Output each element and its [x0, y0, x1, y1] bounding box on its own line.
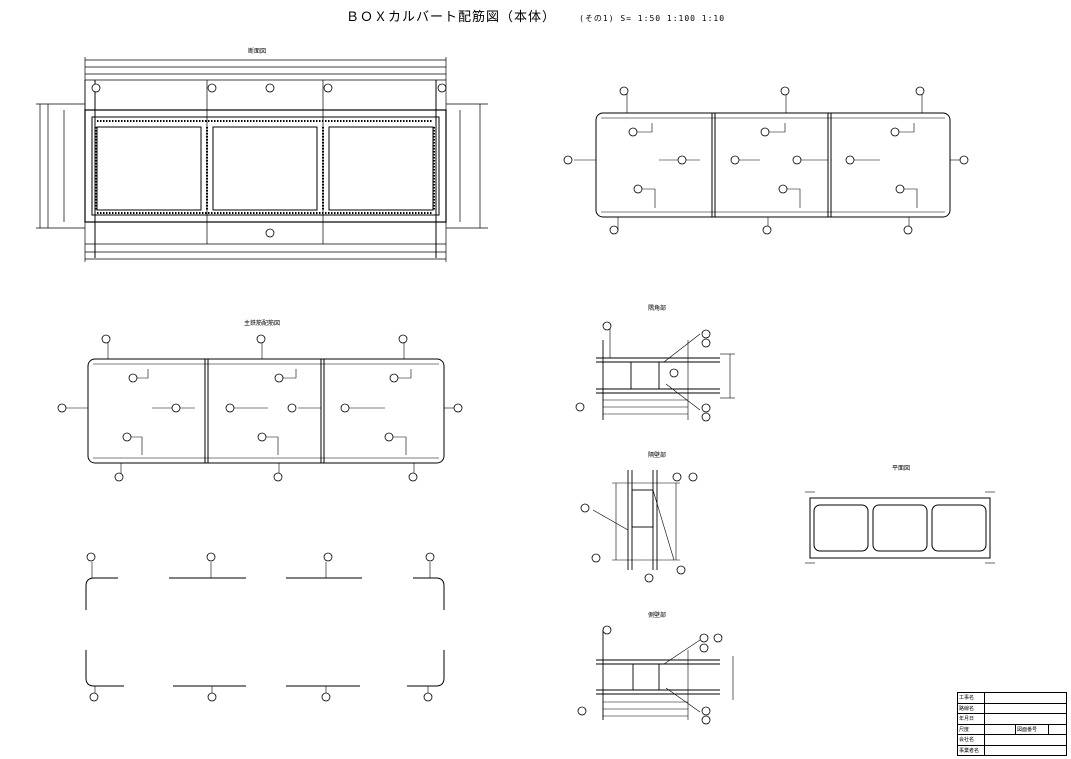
plan-view-title: 平面図: [892, 465, 911, 472]
tb-label: 工事名: [957, 692, 985, 704]
detail1-title: 隅角部: [648, 305, 667, 312]
title-block-table: 工事名 路線名 年月日 尺度 図面番号 会社名 事業者名: [957, 692, 1067, 756]
detail3-title: 側壁部: [648, 612, 667, 619]
rebar-elevation-title: 主鉄筋配筋図: [244, 320, 281, 327]
tb-drawing-number-label: 図面番号: [1015, 723, 1049, 735]
detail2-title: 隔壁部: [648, 452, 667, 459]
drawing-title: ＢＯＸカルバート配筋図（本体） (その1) S= 1:50 1:100 1:10: [0, 6, 1071, 25]
title-block: 工事名 路線名 年月日 尺度 図面番号 会社名 事業者名: [957, 692, 1067, 756]
tb-label: 会社名: [957, 734, 985, 746]
tb-label: 尺度: [957, 723, 985, 735]
tb-label: 路線名: [957, 702, 985, 714]
scale-text: (その1) S= 1:50 1:100 1:10: [579, 14, 726, 23]
tb-label: 事業者名: [957, 744, 985, 756]
section-view-title: 断面図: [248, 48, 267, 55]
tb-label: 年月日: [957, 713, 985, 725]
title-text: ＢＯＸカルバート配筋図（本体）: [345, 10, 556, 25]
